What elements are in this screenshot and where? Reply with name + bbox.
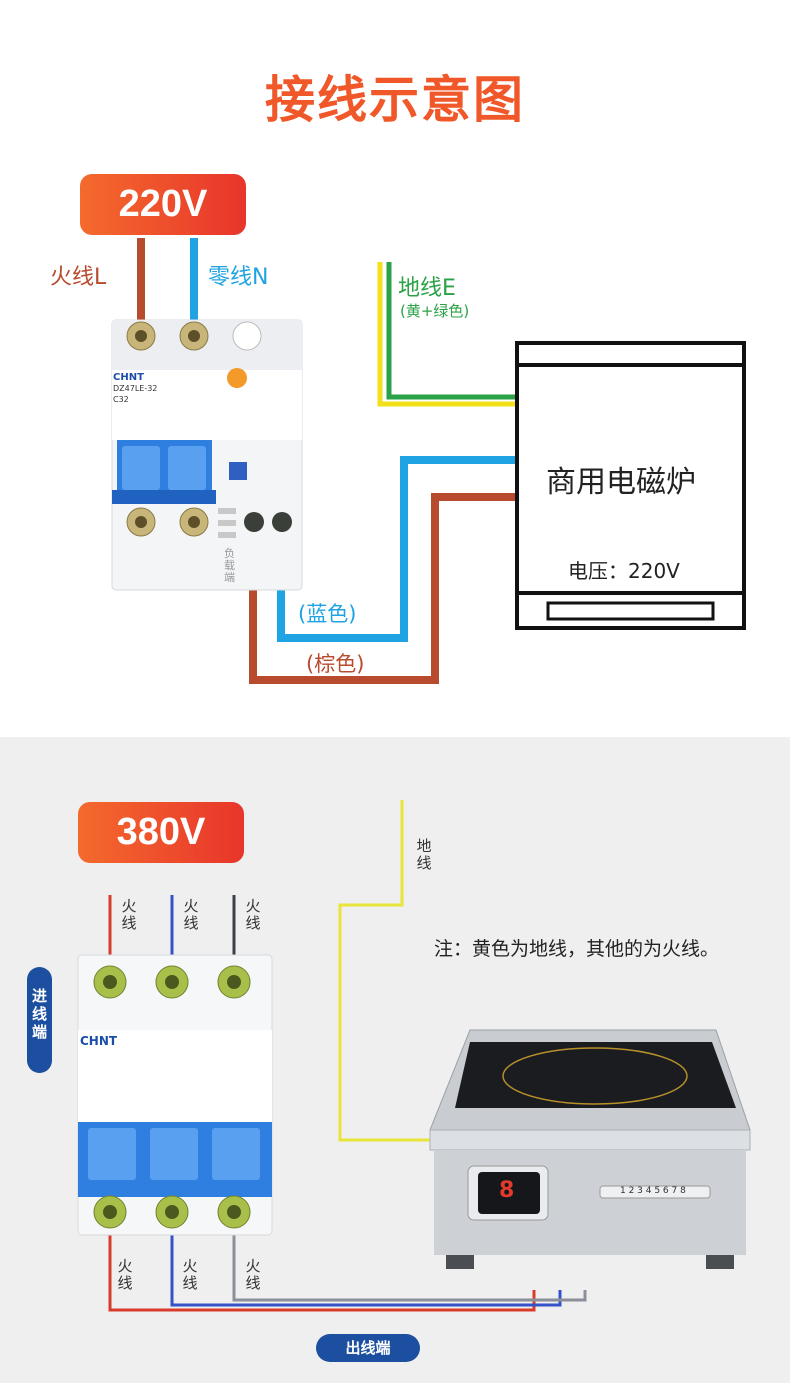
breaker-220 xyxy=(111,319,303,591)
live-label: 火线L xyxy=(50,265,107,290)
earth-wire-green xyxy=(386,262,517,400)
page-title: 接线示意图 xyxy=(265,71,525,129)
induction-cooker-box xyxy=(515,341,746,630)
breaker-brand-logo: CHNT xyxy=(113,372,144,383)
device-name: 商用电磁炉 xyxy=(546,465,696,500)
live-top-1: 火线 xyxy=(121,897,137,932)
display-digit: 8 xyxy=(499,1178,515,1203)
output-terminal-badge: 出线端 xyxy=(316,1334,420,1362)
brown-output-wire xyxy=(249,493,517,684)
live-bottom-2: 火线 xyxy=(182,1257,198,1292)
wiring-220-diagram xyxy=(111,238,746,684)
load-terminal-label: 负载端 xyxy=(224,547,235,584)
live-top-3: 火线 xyxy=(245,897,261,932)
breaker-rating: C32 xyxy=(113,395,129,404)
note-text: 注：黄色为地线，其他的为火线。 xyxy=(434,938,720,960)
power-knob-scale[interactable]: 1 2 3 4 5 6 7 8 xyxy=(620,1186,686,1196)
live-bottom-3: 火线 xyxy=(245,1257,261,1292)
ground-label-380: 地线 xyxy=(416,837,432,872)
live-top-2: 火线 xyxy=(183,897,199,932)
blue-output-wire xyxy=(277,456,517,642)
neutral-label: 零线N xyxy=(208,265,269,290)
brown-wire-label: (棕色) xyxy=(306,652,365,676)
earth-wire-yellow xyxy=(377,262,517,407)
breaker-model: DZ47LE-32 xyxy=(113,384,158,393)
voltage-badge-220: 220V xyxy=(80,174,246,235)
device-voltage: 电压：220V xyxy=(568,559,680,583)
breaker-380-brand-logo: CHNT xyxy=(80,1034,118,1048)
voltage-badge-380: 380V xyxy=(78,802,244,863)
live-bottom-1: 火线 xyxy=(117,1257,133,1292)
blue-wire-label: (蓝色) xyxy=(298,602,357,626)
input-terminal-badge: 进线端 xyxy=(27,967,52,1073)
earth-sub-label: (黄+绿色) xyxy=(400,302,470,320)
earth-label: 地线E xyxy=(398,276,456,301)
